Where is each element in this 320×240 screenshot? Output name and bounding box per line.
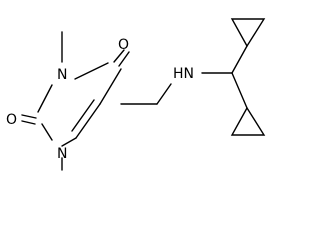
cyclopropyl-top — [230, 18, 266, 48]
bond-c4-o-a — [113, 49, 125, 63]
bond-c6-n1 — [61, 137, 77, 147]
bond-c2-o-b — [21, 120, 36, 125]
cyclopropyl-bottom — [230, 106, 266, 136]
bond-ch2-nh — [156, 83, 172, 105]
structure-canvas: O N O N HN — [6, 18, 266, 171]
bond-c5-c6-inner — [71, 99, 95, 132]
bond-ch-cp2 — [231, 72, 248, 109]
bond-n1-c2 — [41, 123, 53, 141]
bond-c4-c5 — [99, 68, 122, 105]
bond-c4-o-b — [118, 51, 130, 67]
atom-nh: HN — [173, 66, 194, 82]
bond-ch-cp1 — [231, 45, 248, 74]
bond-c5-c6 — [75, 103, 101, 139]
bond-c2-n3 — [37, 84, 53, 113]
atom-n1: N — [57, 146, 67, 162]
atom-o-top: O — [118, 37, 129, 53]
molecule-diagram: O N O N HN — [6, 18, 266, 171]
bond-c2-o-a — [21, 114, 37, 119]
atom-o-left: O — [6, 112, 17, 128]
bond-n3-c4 — [74, 62, 109, 80]
atom-n3: N — [57, 67, 67, 83]
